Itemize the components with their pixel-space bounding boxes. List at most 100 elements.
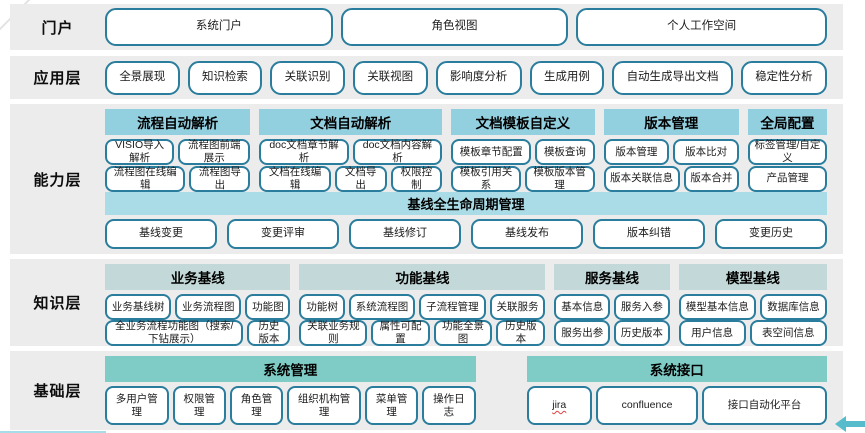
diagram-box: 稳定性分析 [740, 60, 827, 95]
diagram-box-label: 模板查询 [543, 145, 586, 158]
diagram-box-label: 生成用例 [543, 70, 590, 83]
diagram-box: 功能树 [299, 294, 345, 320]
button-row: 系统门户角色视图个人工作空间 [105, 8, 828, 46]
diagram-box: 组织机构管理 [287, 386, 362, 425]
diagram-box: 生成用例 [529, 60, 605, 95]
left-arrow-tail [844, 421, 865, 427]
group-服务基线: 服务基线基本信息服务入参服务出参历史版本 [554, 264, 670, 346]
diagram-box: 产品管理 [747, 165, 828, 192]
diagram-box: confluence [595, 386, 699, 425]
diagram-box-label: 业务基线树 [111, 300, 165, 313]
diagram-box: 表空间信息 [749, 320, 828, 346]
diagram-box: 版本关联信息 [603, 165, 680, 192]
group-全局配置: 全局配置标签管理/自定义产品管理 [747, 109, 828, 192]
diagram-box-label: 模板章节配置 [459, 145, 523, 158]
diagram-box-label: 产品管理 [766, 172, 809, 185]
diagram-box: 标签管理/自定义 [747, 139, 828, 165]
diagram-box-label: 个人工作空间 [667, 20, 737, 33]
button-row: 基线变更变更评审基线修订基线发布版本纠错变更历史 [105, 219, 827, 249]
button-row: 版本关联信息 版本合并 [603, 165, 739, 192]
group-body: 模型基本信息数据库信息用户信息表空间信息 [678, 294, 828, 346]
layer-band-knowledge: 知识层 业务基线业务基线树业务流程图功能图全业务流程功能图（搜索/下钻展示）历史… [10, 259, 843, 346]
diagram-box-label: 流程图在线编辑 [113, 165, 177, 191]
diagram-box: 子流程管理 [419, 294, 486, 320]
diagram-box-label: 版本比对 [685, 145, 728, 158]
bottom-accent-line [0, 431, 106, 433]
diagram-box-label: jira [552, 399, 567, 412]
diagram-box-label: 版本合并 [690, 172, 733, 185]
diagram-box: 基线修订 [349, 219, 461, 249]
left-arrow-icon [835, 416, 865, 432]
diagram-box: 模板引用关系 [451, 165, 521, 192]
diagram-box: 属性可配置 [371, 320, 430, 346]
layer-label-capability: 能力层 [33, 171, 82, 189]
diagram-box: 文档导出 [334, 165, 387, 192]
diagram-box: 自动生成导出文档 [612, 60, 733, 95]
diagram-box: 菜单管理 [365, 386, 419, 425]
group-header: 版本管理 [603, 109, 739, 135]
diagram-box-label: 文档在线编辑 [268, 165, 322, 191]
diagram-box-label: doc文档内容解析 [362, 139, 433, 164]
diagram-box-label: 版本关联信息 [610, 172, 674, 185]
button-row: 服务出参历史版本 [554, 320, 670, 346]
diagram-box-label: 标签管理/自定义 [754, 139, 821, 164]
button-row: 多用户管理权限管理角色管理组织机构管理菜单管理操作日志 [105, 386, 476, 425]
diagram-box: 版本管理 [603, 139, 670, 165]
layer-band-application: 应用层 全景展现知识检索关联识别关联视图影响度分析生成用例自动生成导出文档稳定性… [10, 56, 843, 99]
diagram-box-label: 功能图 [252, 300, 284, 313]
diagram-box-label: confluence [621, 399, 673, 412]
diagram-box: 全业务流程功能图（搜索/下钻展示） [105, 320, 244, 346]
diagram-box-label: doc文档章节解析 [269, 139, 339, 164]
layer-band-portal: 门户 系统门户角色视图个人工作空间 [10, 4, 843, 50]
diagram-box: 历史版本 [496, 320, 546, 346]
button-row: 全业务流程功能图（搜索/下钻展示）历史版本 [105, 320, 291, 346]
diagram-box-label: 基线修订 [383, 227, 427, 240]
layer-content-portal: 系统门户角色视图个人工作空间 [105, 4, 843, 50]
diagram-box-label: 变更评审 [261, 227, 305, 240]
diagram-box: 流程图导出 [189, 165, 251, 192]
layer-label-portal: 门户 [41, 19, 74, 37]
button-row: 产品管理 [747, 165, 828, 192]
diagram-box: 角色视图 [340, 8, 569, 46]
button-row: doc文档章节解析 doc文档内容解析 [259, 139, 443, 165]
diagram-box: 版本纠错 [593, 219, 705, 249]
group-文档模板自定义: 文档模板自定义模板章节配置模板查询模板引用关系模板版本管理 [451, 109, 595, 192]
diagram-box: 基线发布 [471, 219, 583, 249]
diagram-box: 基本信息 [554, 294, 611, 320]
group-body: 标签管理/自定义产品管理 [747, 139, 828, 192]
diagram-box-label: 全业务流程功能图（搜索/下钻展示） [114, 320, 234, 345]
diagram-box-label: 菜单管理 [375, 392, 408, 418]
diagram-box: 操作日志 [422, 386, 476, 425]
diagram-box: 关联识别 [270, 60, 345, 95]
diagram-box: 用户信息 [678, 320, 746, 346]
group-body: 业务基线树业务流程图功能图全业务流程功能图（搜索/下钻展示）历史版本 [105, 294, 291, 346]
baseline-lifecycle-header: 基线全生命周期管理 [105, 192, 827, 215]
diagram-box-label: 模型基本信息 [685, 300, 749, 313]
group-功能基线: 功能基线功能树系统流程图子流程管理关联服务关联业务规则属性可配置功能全景图历史版… [299, 264, 546, 346]
diagram-box-label: 服务出参 [561, 326, 604, 339]
button-row: 模板引用关系模板版本管理 [451, 165, 595, 192]
diagram-box-label: 基线发布 [505, 227, 549, 240]
diagram-box: 全景展现 [105, 60, 180, 95]
diagram-box: 功能图 [245, 294, 291, 320]
diagram-box-label: 模板引用关系 [459, 165, 513, 191]
group-模型基线: 模型基线模型基本信息数据库信息用户信息表空间信息 [678, 264, 828, 346]
diagram-box-label: 服务入参 [620, 300, 663, 313]
diagram-box-label: 版本纠错 [627, 227, 671, 240]
diagram-box-label: 表空间信息 [762, 326, 815, 339]
button-row: 模板章节配置 模板查询 [451, 139, 595, 165]
diagram-box: 流程图前端展示 [178, 139, 251, 165]
button-row: jira confluence 接口自动化平台 [526, 386, 827, 425]
group-header: 系统接口 [526, 356, 827, 382]
diagram-box-label: 角色视图 [431, 20, 478, 33]
button-row: 版本管理 版本比对 [603, 139, 739, 165]
diagram-box: 文档在线编辑 [259, 165, 331, 192]
diagram-box-label: 文档导出 [344, 165, 377, 191]
diagram-box: 接口自动化平台 [702, 386, 827, 425]
